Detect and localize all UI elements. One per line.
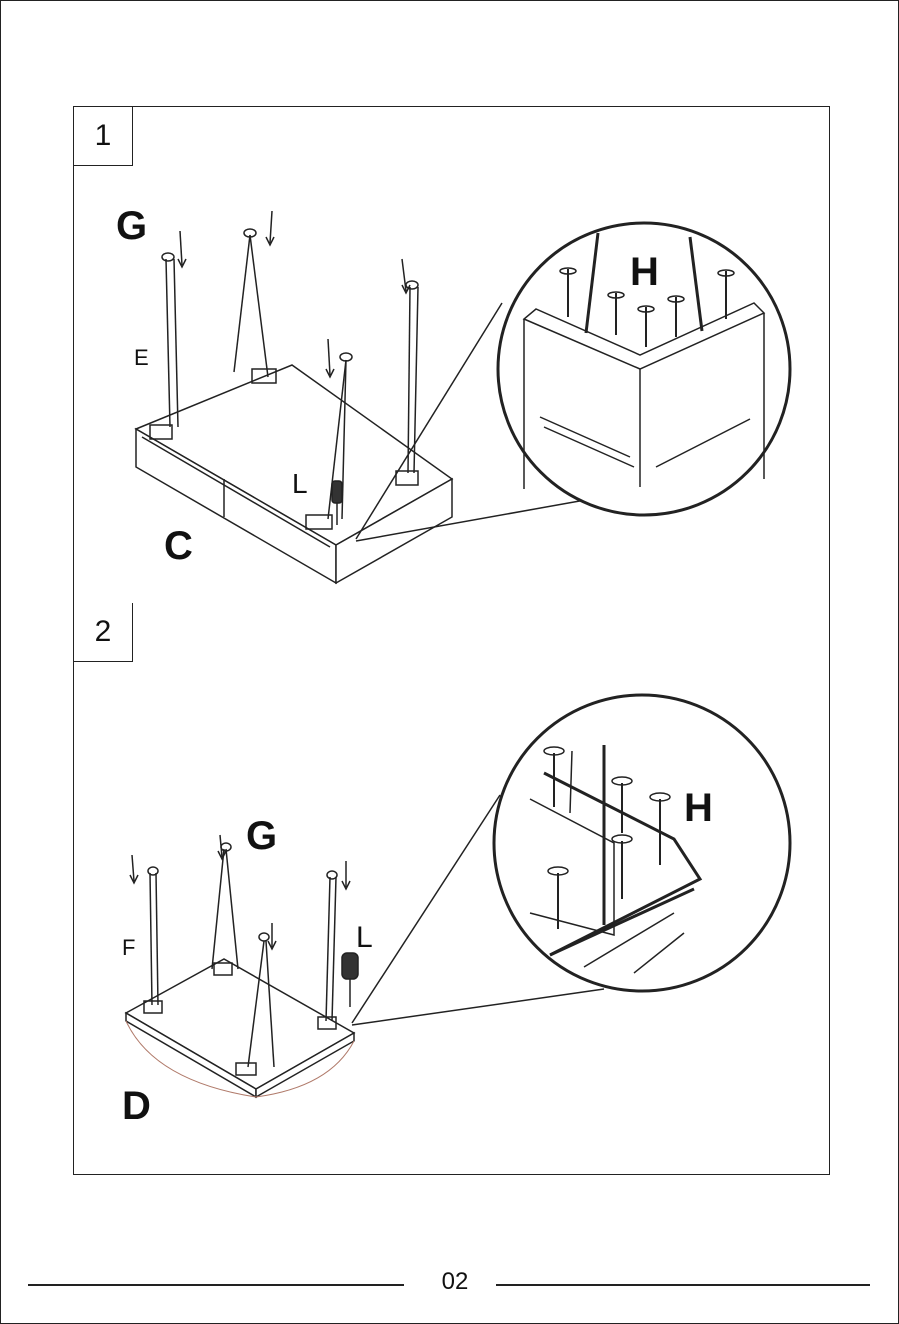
label-panel-d: D [122, 1084, 151, 1128]
label-screws-h: H [630, 250, 659, 294]
step-1-panel: 1 [73, 106, 830, 605]
footer-rule-left [28, 1284, 404, 1286]
step-2-panel: 2 [73, 603, 830, 1175]
panel-top [126, 959, 354, 1089]
label-legs-f: F [122, 935, 135, 960]
label-feet-g: G [246, 814, 277, 858]
label-tool-l: L [356, 921, 373, 954]
label-panel-c: C [164, 524, 193, 568]
label-screws-h: H [684, 786, 713, 830]
step-1-illustration: G E L C H [74, 107, 829, 604]
label-feet-g: G [116, 204, 147, 248]
footer-rule-right [496, 1284, 870, 1286]
page-number: 02 [420, 1268, 490, 1296]
step-2-illustration: G F L D H [74, 603, 829, 1174]
label-tool-l: L [292, 468, 308, 499]
label-legs-e: E [134, 345, 149, 370]
